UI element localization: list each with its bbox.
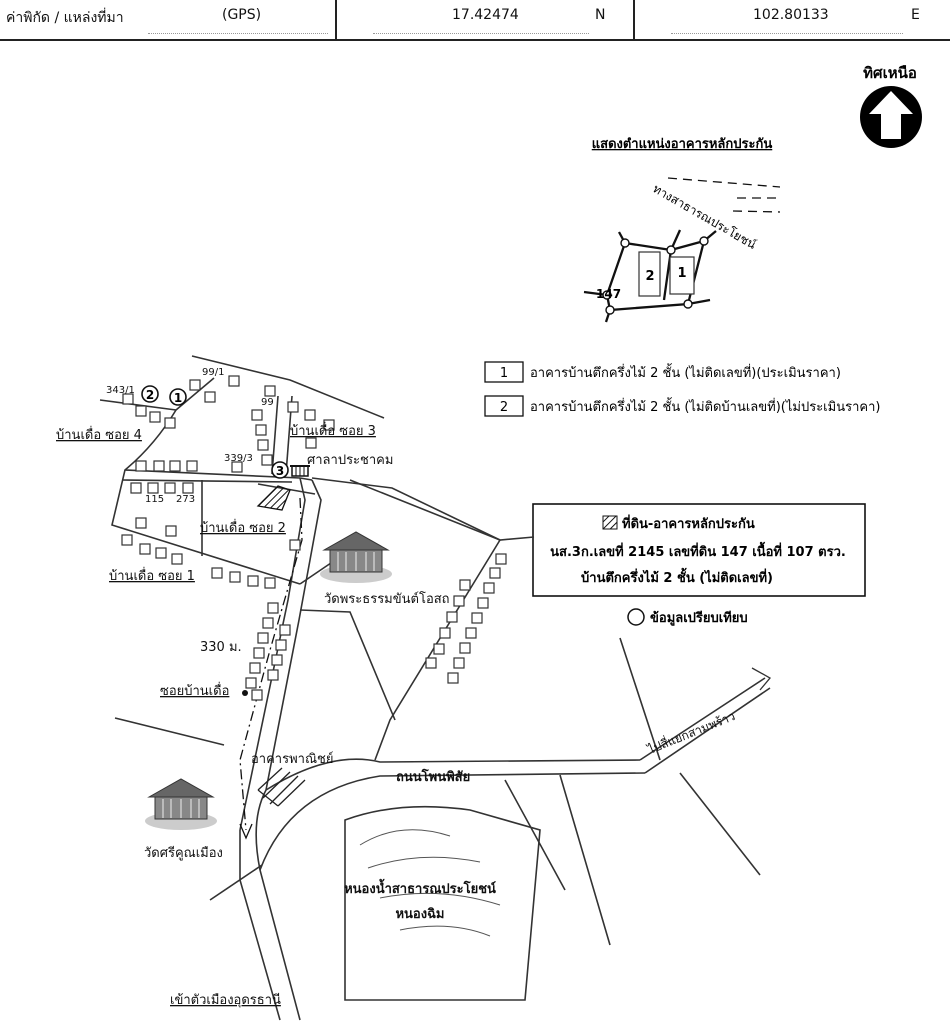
compare-circle-icon — [627, 608, 645, 626]
house-number-99a: 99/1 — [202, 367, 224, 378]
label-to-udon-city: เข้าตัวเมืองอุดรธานี — [170, 992, 281, 1008]
label-sala: ศาลาประชาคม — [307, 453, 393, 468]
label-pond: หนองน้ำสาธารณประโยชน์ — [344, 878, 496, 897]
label-wat-phrathamkhan: วัดพระธรรมขันต์โอสถ — [324, 591, 450, 607]
underline — [373, 33, 589, 34]
house-number-343: 343/1 — [106, 385, 135, 396]
house-number-115: 115 — [145, 494, 164, 505]
house-number-339: 339/3 — [224, 453, 253, 464]
soi-junction-point — [242, 690, 248, 696]
label-soi-ban-duea: ซอยบ้านเดื่อ — [160, 682, 229, 699]
legend-number-1: 1 — [500, 366, 508, 381]
label-soi3: บ้านเดื่อ ซอย 3 — [290, 422, 376, 439]
label-soi4: บ้านเดื่อ ซอย 4 — [56, 426, 142, 443]
info-line-2: นส.3ก.เลขที่ 2145 เลขที่ดิน 147 เนื้อที่… — [550, 541, 846, 560]
house-number-99b: 99 — [261, 397, 274, 408]
latitude-value: 17.42474 — [452, 7, 519, 23]
pond-contours — [359, 829, 501, 937]
houses — [121, 375, 507, 701]
label-distance: 330 ม. — [200, 640, 242, 655]
underline — [148, 33, 328, 34]
coord-label-cell: ค่าพิกัด / แหล่งที่มา (GPS) — [0, 0, 337, 41]
label-to-junction: ไปสี่แยกสามพร้าว — [644, 707, 737, 757]
underline — [671, 33, 903, 34]
sala-icon — [290, 465, 310, 477]
collateral-parcel — [256, 485, 291, 511]
north-arrow-icon — [869, 91, 913, 139]
hatch-legend-swatch — [602, 515, 618, 530]
inset-building-1 — [669, 256, 695, 295]
legend-text-1: อาคารบ้านตึกครึ่งไม้ 2 ชั้น (ไม่ติดเลขที… — [530, 363, 841, 381]
legend-item-1: 1 อาคารบ้านตึกครึ่งไม้ 2 ชั้น (ไม่ติดเลข… — [484, 361, 841, 383]
north-arrow: ทิศเหนือ — [860, 64, 922, 148]
compare-legend: ข้อมูลเปรียบเทียบ — [627, 608, 748, 626]
coord-source: (GPS) — [222, 7, 262, 23]
comparison-marker-3: 3 — [271, 461, 289, 479]
svg-text:3: 3 — [276, 464, 284, 478]
north-label: ทิศเหนือ — [863, 64, 917, 82]
house-number-273: 273 — [176, 494, 195, 505]
longitude-cell: 102.80133 E — [635, 0, 950, 41]
label-commercial: อาคารพาณิชย์ — [251, 751, 333, 767]
latitude-cell: 17.42474 N — [337, 0, 635, 41]
label-soi1: บ้านเดื่อ ซอย 1 — [109, 567, 195, 584]
commercial-buildings — [257, 767, 306, 807]
temple-icon — [320, 531, 392, 583]
compare-label: ข้อมูลเปรียบเทียบ — [650, 610, 748, 626]
svg-text:2: 2 — [146, 388, 154, 402]
legend-number-2: 2 — [500, 400, 508, 415]
comparison-marker-1: 1 — [169, 388, 187, 406]
label-wat-srikhunmueang: วัดศรีคูณเมือง — [144, 845, 223, 861]
comparison-marker-2: 2 — [141, 385, 159, 403]
longitude-value: 102.80133 — [753, 7, 829, 23]
inset-building-2-label: 2 — [645, 269, 654, 284]
direction-arrow-icon — [751, 667, 772, 691]
collateral-info-box: ที่ดิน-อาคารหลักประกัน นส.3ก.เลขที่ 2145… — [532, 503, 866, 597]
latitude-dir: N — [595, 7, 606, 23]
legend-item-2: 2 อาคารบ้านตึกครึ่งไม้ 2 ชั้น (ไม่ติดบ้า… — [484, 395, 880, 417]
inset-building-2 — [638, 251, 661, 297]
label-soi2: บ้านเดื่อ ซอย 2 — [200, 519, 286, 536]
info-line-3: บ้านตึกครึ่งไม้ 2 ชั้น (ไม่ติดเลขที่) — [581, 567, 773, 586]
temple-icon — [145, 778, 217, 830]
route-arrow-icon — [239, 823, 253, 840]
label-phon-phisai-road: ถนนโพนพิสัย — [396, 768, 470, 785]
longitude-dir: E — [911, 7, 920, 23]
coordinate-header: ค่าพิกัด / แหล่งที่มา (GPS) 17.42474 N 1… — [0, 0, 950, 43]
inset-diagram: แสดงตำแหน่งอาคารหลักประกัน — [583, 136, 781, 323]
coord-label: ค่าพิกัด / แหล่งที่มา — [6, 10, 124, 26]
inset-title: แสดงตำแหน่งอาคารหลักประกัน — [592, 136, 773, 152]
inset-building-1-label: 1 — [677, 266, 686, 281]
legend-text-2: อาคารบ้านตึกครึ่งไม้ 2 ชั้น (ไม่ติดบ้านเ… — [530, 397, 880, 415]
svg-text:1: 1 — [174, 391, 182, 405]
info-line-1: ที่ดิน-อาคารหลักประกัน — [622, 514, 755, 532]
legend: 1 อาคารบ้านตึกครึ่งไม้ 2 ชั้น (ไม่ติดเลข… — [484, 361, 880, 417]
route-line — [239, 497, 303, 831]
label-pond-name: หนองฉิม — [395, 907, 444, 922]
inset-parcel-number: 147 — [596, 287, 621, 301]
